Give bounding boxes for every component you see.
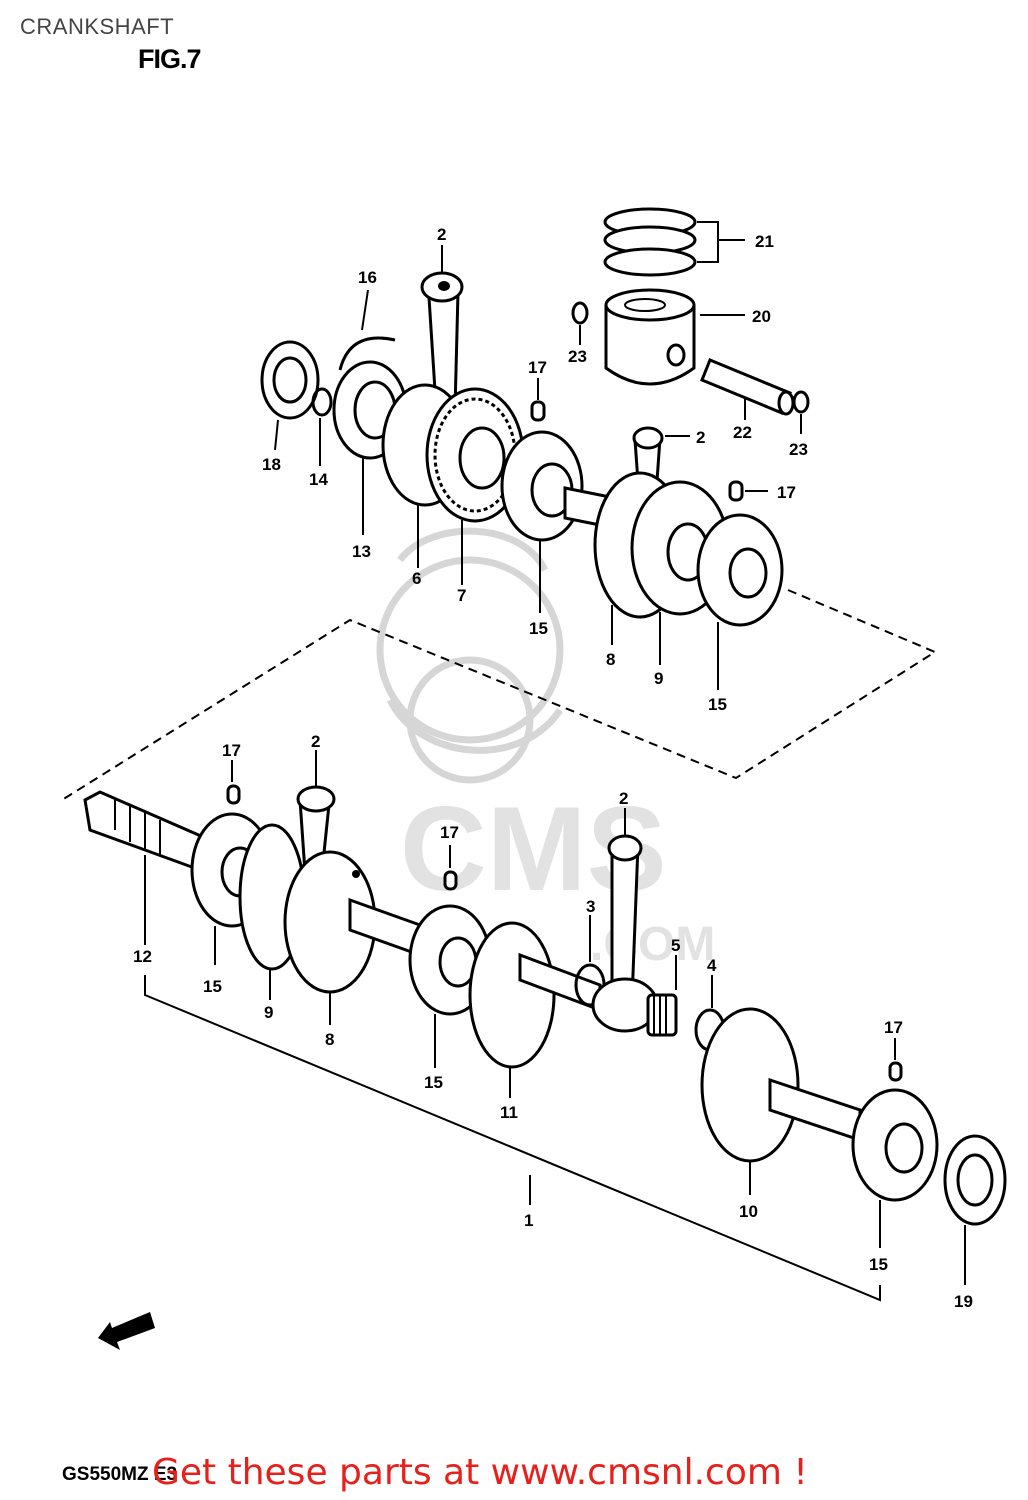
callout-label: 17 [777,483,796,502]
callout-label: 15 [424,1073,443,1092]
callout-label: 9 [264,1003,273,1022]
callout-label: 15 [869,1255,888,1274]
page-title: CRANKSHAFT [20,14,175,39]
callout-label: 13 [352,542,371,561]
callout-label: 2 [696,428,705,447]
callout-label: 2 [311,732,320,751]
callout-label: 1 [524,1211,533,1230]
figure-label: FIG.7 [138,44,202,74]
callout-label: 15 [708,695,727,714]
callout-label: 15 [529,619,548,638]
lower-crank-assembly [83,750,1007,1285]
callout-label: 16 [358,268,377,287]
piston-rings [603,207,745,277]
callout-label: 10 [739,1202,758,1221]
callout-label: 12 [133,947,152,966]
callout-label: 8 [606,650,615,669]
callout-label: 19 [954,1292,973,1311]
callout-label: 11 [500,1103,518,1122]
piston [604,288,745,386]
callout-label: 14 [309,470,328,489]
circlips [571,301,810,434]
callout-label: 17 [528,358,547,377]
callout-label: 23 [789,440,808,459]
callout-label: 18 [262,455,281,474]
callout-label: 6 [412,569,421,588]
upper-crank-assembly [260,245,784,690]
callout-label: 8 [325,1030,334,1049]
callout-labels: 21 20 23 22 23 2 2 16 17 17 18 14 13 6 7… [133,225,973,1311]
callout-label: 3 [586,897,595,916]
callout-label: 21 [755,232,774,251]
callout-label: 17 [222,741,241,760]
model-code: GS550MZ E3 [62,1464,178,1485]
callout-label: 17 [440,823,459,842]
callout-label: 20 [752,307,771,326]
callout-label: 4 [707,956,717,975]
callout-label: 2 [437,225,446,244]
callout-label: 17 [884,1018,903,1037]
callout-label: 5 [671,936,680,955]
callout-label: 15 [203,977,222,996]
callout-label: 23 [568,347,587,366]
piston-pin [700,358,795,420]
callout-label: 22 [733,423,752,442]
assembly-outline [61,589,938,1302]
callout-label: 7 [457,586,466,605]
callout-label: 9 [654,669,663,688]
front-arrow-icon [98,1312,155,1350]
cta-link[interactable]: Get these parts at www.cmsnl.com ! [152,1452,808,1493]
callout-label: 2 [619,789,628,808]
watermark-site: .COM [590,918,715,971]
